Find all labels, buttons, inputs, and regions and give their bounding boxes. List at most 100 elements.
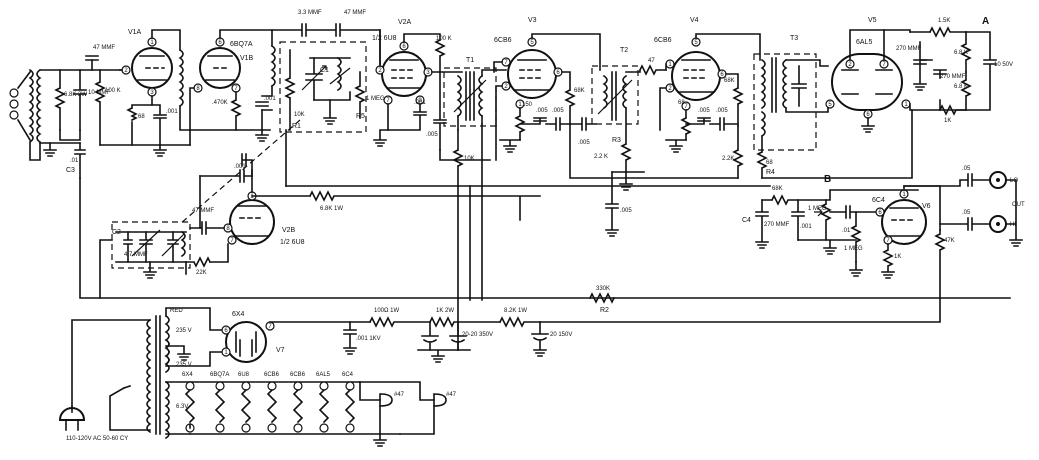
svg-text:7: 7 [886, 238, 890, 244]
transformer-t1: T1 10K [443, 57, 507, 351]
svg-text:6: 6 [556, 70, 560, 76]
bus-wiring [285, 123, 771, 301]
v7-type-label: 6X4 [232, 311, 245, 318]
c-4.7mmf-label: 4.7 MMF [124, 252, 148, 258]
r-68k-v4-label: 68K [724, 78, 735, 84]
6.3v-label: 6.3V [176, 404, 188, 410]
c-20-20-350v-label: 20-20 350V [462, 332, 493, 338]
r-6.8k-1w-label: 6.8K 1W [320, 206, 343, 212]
svg-text:7: 7 [386, 98, 390, 104]
v2a-label: V2A [398, 19, 412, 26]
c-005-v3c-label: .005 [578, 140, 590, 146]
svg-text:2: 2 [504, 84, 508, 90]
svg-text:1: 1 [518, 102, 522, 108]
tube-v2a: 6 2 3 7 9 V2A 1/2 6U8 100 K .001 .005 [372, 19, 463, 151]
svg-text:9: 9 [418, 98, 422, 104]
lamp-a-label: #47 [394, 392, 405, 398]
v1b-type-label: 6BQ7A [230, 41, 253, 48]
r-2.2k-v4-label: 2.2K [722, 156, 734, 162]
transformer-t2: T2 47 R3 2.2 K .005 [591, 47, 667, 237]
c-05-lo-label: .05 [962, 166, 971, 172]
r-6.8k-a-label: 6.8 K [954, 50, 968, 56]
out-hi-label: HI [1010, 222, 1016, 228]
svg-text:2: 2 [848, 62, 852, 68]
discriminator-output: 1.5K A 270 MMF 270 MMF 6.8 K 6.8 K 10 50… [761, 16, 1013, 179]
svg-text:6: 6 [224, 328, 228, 334]
c-01-c3-label: .01 [70, 158, 79, 164]
tube-v2b: 1 8 7 V2B 1/2 6U8 .001 6.8K 1W 47 MMF 22… [185, 153, 541, 276]
r-1k-v5-label: 1K [944, 118, 951, 124]
c-270-v5a-label: 270 MMF [896, 46, 922, 52]
v2b-label: V2B [282, 227, 296, 234]
c-005-v2a-label: .005 [426, 132, 438, 138]
r-470k-label: .470K [212, 100, 228, 106]
c-20-150v-label: 20 150V [550, 332, 572, 338]
235v-a-label: 235 V [176, 328, 192, 334]
svg-text:1: 1 [250, 194, 254, 200]
svg-text:6: 6 [866, 112, 870, 118]
235v-b-label: 235 V [176, 362, 192, 368]
interstage-coil-1 [178, 48, 191, 146]
svg-text:8: 8 [226, 226, 230, 232]
output-jacks: LO HI OUT [989, 171, 1025, 247]
r3-label: R3 [612, 137, 621, 144]
c-001-osc-label: .001 [234, 164, 246, 170]
point-a-label: A [982, 16, 989, 27]
tube-v7: 6 1 7 6X4 V7 [221, 311, 371, 363]
r-1meg-pot-label: 1 MEG [808, 206, 827, 212]
t1-label: T1 [466, 57, 474, 64]
c1-label: C1 [320, 67, 329, 74]
r1-label: R1 [292, 123, 301, 130]
v7-label: V7 [276, 347, 285, 354]
r-6.8k-b-label: 6.8 K [954, 84, 968, 90]
tube-v6: 1 6 7 6C4 V6 1K 47K .05 .05 [539, 166, 991, 323]
svg-text:3: 3 [426, 70, 430, 76]
r-10k-t1-label: 10K [464, 156, 475, 162]
heater-string: 6X4 6BQ7A 6U8 6CB6 6CB6 6AL5 [182, 372, 457, 447]
svg-text:1: 1 [150, 40, 154, 46]
ac-plug: 110-120V AC 50-60 CY [58, 319, 151, 442]
tuning-network: 3.3 MMF 47 MMF 10K R1 C1 1 MEG R5 [179, 10, 385, 225]
heater-6al5: 6AL5 [316, 372, 331, 433]
c-3.3mmf-label: 3.3 MMF [298, 10, 322, 16]
v3-type-label: 6CB6 [494, 37, 512, 44]
r-68k-b-label: 68K [772, 186, 783, 192]
transformer-t3: T3 68 R4 [753, 35, 829, 179]
v2b-type-label: 1/2 6U8 [280, 239, 305, 246]
svg-text:7: 7 [230, 238, 234, 244]
r-68-v4-label: 68 [678, 100, 685, 106]
svg-text:2: 2 [124, 68, 128, 74]
heater-6cb6-a: 6CB6 [264, 372, 280, 433]
c2-label: C2 [112, 229, 121, 236]
svg-text:3: 3 [150, 90, 154, 96]
svg-text:7: 7 [504, 60, 508, 66]
v6-type-label: 6C4 [872, 197, 885, 204]
v1b-label: V1B [240, 55, 254, 62]
r-68-r4-label: 68 [766, 160, 773, 166]
svg-text:6: 6 [402, 44, 406, 50]
svg-text:6: 6 [218, 40, 222, 46]
heater-6c4: 6C4 [342, 372, 356, 433]
r-10k-r1-label: 10K [294, 112, 305, 118]
r-100k-in-label: 100 K [105, 88, 121, 94]
heater-6al5-label: 6AL5 [316, 372, 331, 378]
c-001-v1a-label: .001 [166, 109, 178, 115]
v5-type-label: 6AL5 [856, 39, 872, 46]
svg-text:5: 5 [828, 102, 832, 108]
v4-label: V4 [690, 17, 699, 24]
heater-6cb6-b: 6CB6 [290, 372, 306, 433]
svg-text:5: 5 [694, 40, 698, 46]
svg-text:7: 7 [268, 324, 272, 330]
v4-type-label: 6CB6 [654, 37, 672, 44]
audio-stage: B 68K C4 270 MMF .001 1 MEG .01 1 MEG [742, 174, 919, 277]
c-001-1kv-label: .001 1KV [356, 336, 381, 342]
c-005-v3b-label: .005 [552, 108, 564, 114]
r-150-label: 150 [522, 102, 533, 108]
svg-text:7: 7 [234, 86, 238, 92]
svg-text:6: 6 [720, 72, 724, 78]
svg-text:5: 5 [530, 40, 534, 46]
r-100k-v2a-label: 100 K [436, 36, 452, 42]
c-01-v6-label: .01 [842, 228, 851, 234]
heater-6u8-label: 6U8 [238, 372, 250, 378]
